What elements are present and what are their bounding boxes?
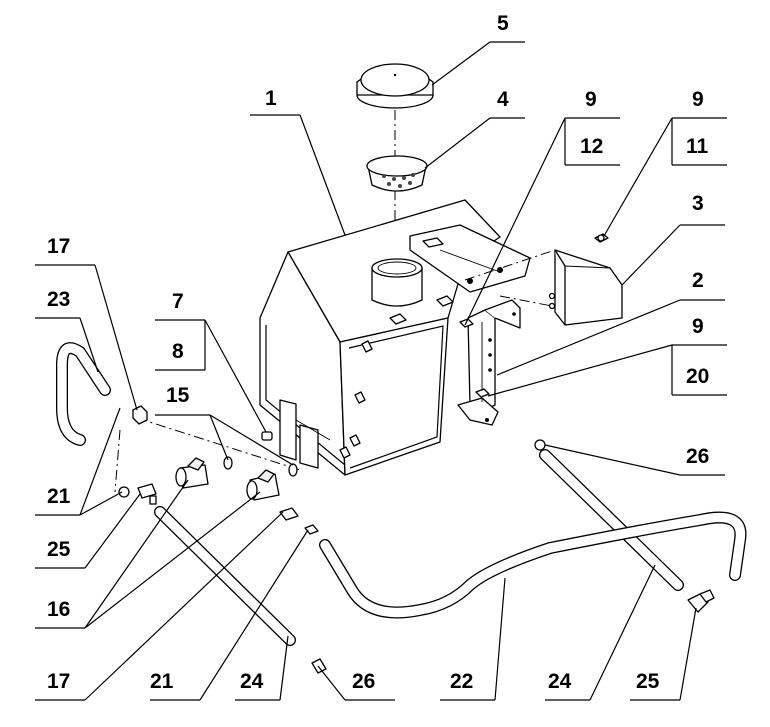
callout-9-top-middle: 9 [585, 88, 597, 111]
valve-left [175, 456, 233, 489]
callout-4: 4 [497, 88, 509, 111]
valve-right [246, 463, 298, 501]
hose-24-left [154, 506, 296, 646]
callout-21-left: 21 [47, 485, 71, 508]
callout-24-right: 24 [548, 670, 572, 693]
fitting-left-upper [132, 405, 148, 425]
strainer-basket [366, 155, 428, 192]
fitting-right-elbow [687, 589, 715, 613]
callout-9-top-right: 9 [692, 88, 704, 111]
callout-24-left: 24 [240, 670, 264, 693]
callout-8: 8 [172, 340, 184, 363]
callout-22: 22 [450, 670, 473, 693]
hose-23 [56, 342, 111, 446]
callout-26-right: 26 [686, 445, 709, 468]
axis-plate-line [464, 249, 556, 281]
tank-body [259, 199, 531, 476]
hose-22 [319, 511, 747, 619]
callout-26-bottom: 26 [352, 670, 375, 693]
callout-7: 7 [172, 290, 184, 313]
callout-25-right: 25 [636, 670, 660, 693]
callout-20: 20 [686, 365, 709, 388]
bolt-top-right [594, 233, 609, 243]
tank-lid [356, 63, 434, 109]
axis-valve-line [136, 417, 301, 471]
valve-mount-bracket [261, 399, 331, 469]
axis-left-line [114, 429, 121, 493]
callout-23: 23 [47, 288, 70, 311]
hose-24-right [539, 449, 684, 591]
callout-11: 11 [686, 135, 709, 158]
callout-5: 5 [497, 12, 509, 35]
leader-lines [35, 41, 727, 701]
callout-12: 12 [580, 135, 603, 158]
side-mount-plate [548, 249, 623, 326]
callout-9-right: 9 [692, 315, 704, 338]
upright-bracket [457, 299, 521, 426]
axis-plate-line-2 [499, 295, 553, 307]
callout-17-bottom: 17 [47, 670, 70, 693]
cap-26-right [534, 439, 546, 451]
fitting-mid [279, 507, 319, 535]
callout-3: 3 [692, 192, 704, 215]
callout-15: 15 [166, 384, 190, 407]
callout-17-top: 17 [47, 235, 70, 258]
callout-21-bottom: 21 [150, 670, 174, 693]
callout-25-left: 25 [47, 538, 71, 561]
callout-2: 2 [692, 269, 704, 292]
callout-16: 16 [47, 598, 70, 621]
fitting-elbow-left [118, 483, 157, 505]
cap-26-bottom [311, 658, 327, 674]
callout-1: 1 [265, 87, 277, 110]
